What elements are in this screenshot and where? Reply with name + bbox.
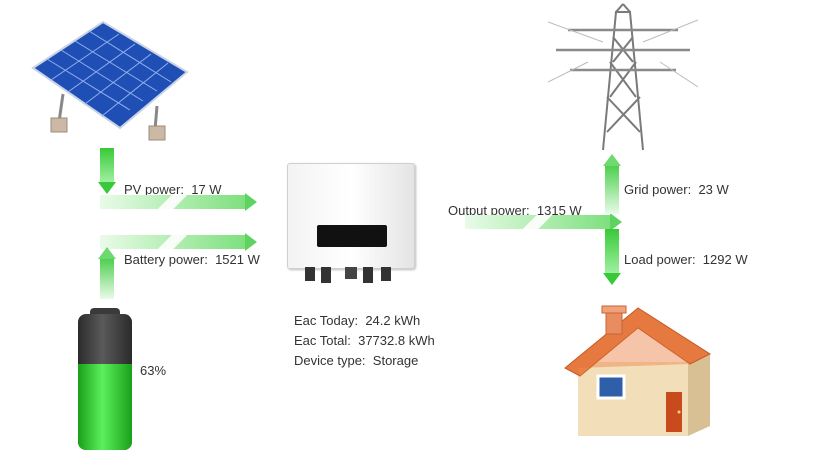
pv-to-inverter-arrow <box>100 195 245 209</box>
grid-power-caption: Grid power: <box>624 182 692 197</box>
battery-flow-arrow <box>100 259 114 299</box>
output-power-value: 1315 W <box>536 203 582 218</box>
grid-power-label: Grid power: 23 W <box>624 182 729 197</box>
load-power-caption: Load power: <box>624 252 696 267</box>
battery-to-inverter-arrow-tip <box>245 233 257 251</box>
battery-soc: 63% <box>140 363 167 378</box>
power-grid-pylon-icon <box>548 3 698 151</box>
grid-flow-arrow <box>605 166 619 214</box>
load-power-value: 1292 W <box>702 252 748 267</box>
pv-power-label: PV power: 17 W <box>124 182 222 197</box>
pv-flow-arrow-tip <box>98 182 116 194</box>
device-type-caption: Device type: <box>294 353 366 368</box>
battery-power-label: Battery power: 1521 W <box>124 252 260 267</box>
eac-total-value: 37732.8 kWh <box>358 333 435 348</box>
solar-panel-icon <box>31 20 189 141</box>
load-flow-arrow <box>605 229 619 273</box>
inverter-body <box>287 163 415 269</box>
battery-terminal <box>90 308 120 316</box>
eac-today-value: 24.2 kWh <box>365 313 421 328</box>
eac-today-caption: Eac Today: <box>294 313 359 328</box>
battery-level-fill <box>78 364 132 450</box>
battery-icon <box>78 308 132 450</box>
house-icon <box>564 305 712 436</box>
eac-total-caption: Eac Total: <box>294 333 351 348</box>
grid-power-value: 23 W <box>698 182 729 197</box>
grid-flow-arrow-tip <box>603 154 621 166</box>
pv-to-inverter-arrow-tip <box>245 193 257 211</box>
output-power-caption: Output power: <box>448 203 530 218</box>
load-power-label: Load power: 1292 W <box>624 252 748 267</box>
battery-body <box>78 314 132 450</box>
battery-power-value: 1521 W <box>215 252 260 267</box>
pv-power-value: 17 W <box>191 182 222 197</box>
output-power-label: Output power: 1315 W <box>448 203 582 218</box>
inverter-icon <box>287 163 415 291</box>
pv-flow-arrow <box>100 148 114 182</box>
inverter-connectors <box>305 267 401 285</box>
eac-total: Eac Total: 37732.8 kWh <box>294 333 435 348</box>
inverter-to-output-arrow-tip <box>610 213 622 231</box>
battery-flow-arrow-tip <box>98 247 116 259</box>
device-type-value: Storage <box>372 353 419 368</box>
inverter-display <box>317 225 387 247</box>
load-flow-arrow-tip <box>603 273 621 285</box>
eac-today: Eac Today: 24.2 kWh <box>294 313 420 328</box>
inverter-to-output-arrow <box>465 215 610 229</box>
pv-power-caption: PV power: <box>124 182 184 197</box>
device-type: Device type: Storage <box>294 353 418 368</box>
battery-power-caption: Battery power: <box>124 252 208 267</box>
battery-to-inverter-arrow <box>100 235 245 249</box>
